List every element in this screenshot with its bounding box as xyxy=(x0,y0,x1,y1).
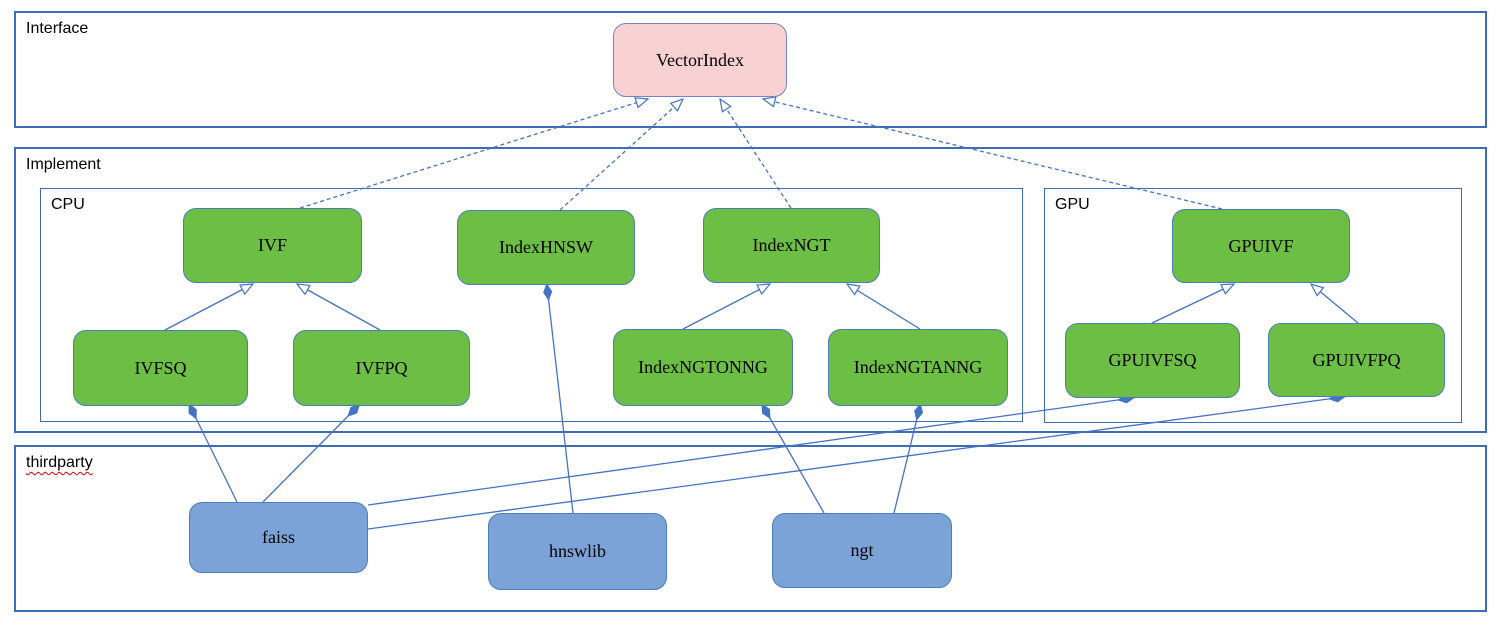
container-interface-label: Interface xyxy=(26,20,89,37)
node-hnswlib[interactable]: hnswlib xyxy=(488,513,667,590)
node-faiss[interactable]: faiss xyxy=(189,502,368,573)
container-gpu-label: GPU xyxy=(1055,196,1090,213)
node-ngt[interactable]: ngt xyxy=(772,513,952,588)
container-implement-label: Implement xyxy=(26,156,101,173)
node-indexhnsw[interactable]: IndexHNSW xyxy=(457,210,635,285)
node-indexngtonng[interactable]: IndexNGTONNG xyxy=(613,329,793,406)
node-ivfsq[interactable]: IVFSQ xyxy=(73,330,248,406)
container-thirdparty-label: thirdparty xyxy=(26,454,93,471)
container-cpu-label: CPU xyxy=(51,196,85,213)
node-gpuivf[interactable]: GPUIVF xyxy=(1172,209,1350,283)
node-gpuivfsq[interactable]: GPUIVFSQ xyxy=(1065,323,1240,398)
node-indexngt[interactable]: IndexNGT xyxy=(703,208,880,283)
node-indexngtanng[interactable]: IndexNGTANNG xyxy=(828,329,1008,406)
node-ivfpq[interactable]: IVFPQ xyxy=(293,330,470,406)
node-ivf[interactable]: IVF xyxy=(183,208,362,283)
node-vectorindex[interactable]: VectorIndex xyxy=(613,23,787,97)
node-gpuivfpq[interactable]: GPUIVFPQ xyxy=(1268,323,1445,397)
